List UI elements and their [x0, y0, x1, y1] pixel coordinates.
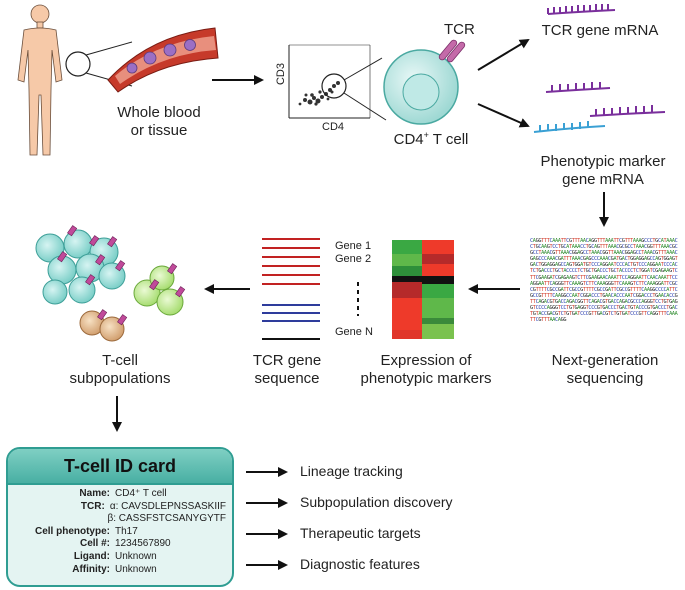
- cd4-t-cell-label: CD4+ T cell: [393, 130, 469, 148]
- card-field-row: Name: CD4⁺ T cell: [14, 488, 226, 501]
- tcr-mrna-label: TCR gene mRNA: [541, 22, 659, 39]
- gene-1-label: Gene 1: [335, 240, 372, 252]
- application-diagnostic-features: Diagnostic features: [300, 556, 420, 572]
- card-title: T-cell ID card: [8, 449, 232, 485]
- t-cell-id-card: T-cell ID card Name: CD4⁺ T cell TCR: α: C…: [6, 447, 234, 587]
- card-field-key: Affinity:: [72, 563, 110, 575]
- card-field-key: TCR:: [80, 500, 105, 512]
- card-field-value: β: CASSFSTCSANYGYTF: [107, 513, 226, 525]
- blood-vessel-icon: [107, 27, 219, 93]
- arrow-to-tcr-mrna: [477, 38, 530, 71]
- tcr-sequence-lines: [262, 238, 320, 340]
- card-field-key: Ligand:: [73, 550, 110, 562]
- card-field-key: Name:: [79, 488, 110, 499]
- application-lineage-tracking: Lineage tracking: [300, 463, 403, 479]
- ngs-label: Next-generation sequencing: [551, 352, 659, 387]
- card-field-value: Unknown: [115, 550, 157, 562]
- card-field-key: Cell phenotype:: [34, 525, 110, 537]
- expression-label: Expression of phenotypic markers: [360, 352, 492, 387]
- axis-cd4-label: CD4: [322, 121, 345, 133]
- expression-heatmap: [392, 240, 454, 339]
- card-field-row: Cell #: 1234567890: [14, 538, 226, 551]
- card-field-value: CD4⁺ T cell: [115, 488, 167, 499]
- card-field-value: Th17: [115, 525, 138, 537]
- card-field-value: 1234567890: [115, 538, 171, 550]
- t-cell-subpopulations-icon: [35, 225, 186, 342]
- card-field-row: TCR: α: CAVSDLEPNSSASKIIF: [14, 501, 226, 514]
- phenotypic-mrna-label: Phenotypic marker gene mRNA: [540, 153, 666, 188]
- tcr-label: TCR: [444, 21, 475, 38]
- card-field-row: Cell phenotype: Th17: [14, 526, 226, 539]
- axis-cd3-label: CD3: [275, 62, 288, 86]
- arrow-to-phenotypic-mrna: [477, 103, 530, 128]
- subpopulations-label: T-cell subpopulations: [69, 352, 171, 387]
- card-field-value: α: CAVSDLEPNSSASKIIF: [109, 500, 226, 512]
- cd4-t-cell-icon: [383, 39, 466, 125]
- card-field-value: Unknown: [115, 563, 157, 575]
- card-field-row: β: CASSFSTCSANYGYTF: [14, 513, 226, 526]
- flow-cytometry-plot: [288, 44, 387, 121]
- zoom-circle-icon: [65, 51, 91, 77]
- card-field-row: Ligand: Unknown: [14, 551, 226, 564]
- application-arrows: [246, 467, 288, 570]
- card-field-key: Cell #:: [79, 538, 110, 550]
- human-figure: [17, 4, 63, 156]
- gene-n-label: Gene N: [335, 326, 373, 338]
- whole-blood-label: Whole blood or tissue: [117, 104, 201, 139]
- card-field-key: [14, 513, 107, 526]
- tcr-mrna-icon: [547, 4, 616, 15]
- phenotypic-mrna-icon: [533, 82, 666, 133]
- tcr-sequence-label: TCR gene sequence: [252, 352, 322, 387]
- card-fields: Name: CD4⁺ T cell TCR: α: CAVSDLEPNSSASKII…: [8, 485, 232, 576]
- gene-2-label: Gene 2: [335, 253, 372, 265]
- application-therapeutic-targets: Therapeutic targets: [300, 525, 421, 541]
- card-field-row: Affinity: Unknown: [14, 564, 226, 577]
- application-subpopulation-discovery: Subpopulation discovery: [300, 494, 453, 510]
- sequence-read-block: CAGGTTTCAAATTCGTTTAACAGGTTTAAATTCGTTTAAA…: [530, 238, 678, 324]
